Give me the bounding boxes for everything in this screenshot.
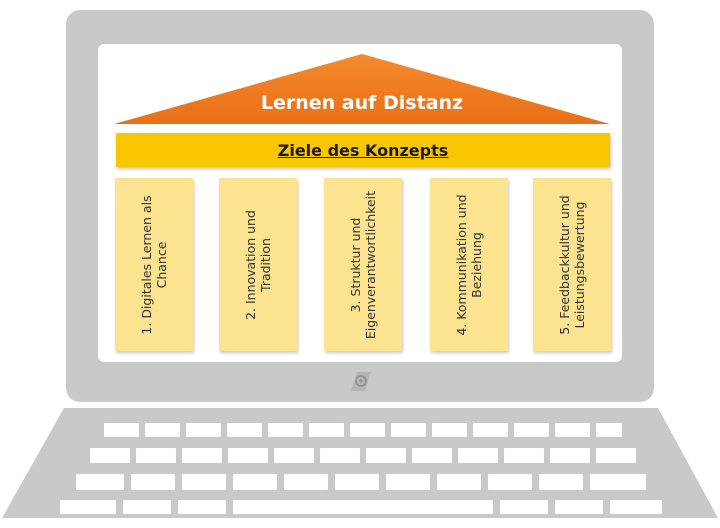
pillar-3-label: 3. Struktur und Eigenverantwortlichkeit <box>348 190 378 339</box>
pillar-4: 4. Kommunikation und Beziehung <box>430 178 508 351</box>
home-logo-icon <box>351 372 371 391</box>
pillar-1: 1. Digitales Lernen als Chance <box>115 178 193 351</box>
roof-shape <box>114 54 610 124</box>
pillar-1-label: 1. Digitales Lernen als Chance <box>139 194 169 335</box>
pillar-5: 5. Feedbackkultur und Leistungsbewertung <box>533 178 611 351</box>
pillar-4-label: 4. Kommunikation und Beziehung <box>454 193 484 336</box>
goals-banner-label: Ziele des Konzepts <box>277 140 449 160</box>
goals-banner: Ziele des Konzepts <box>116 133 610 167</box>
pillar-2-label: 2. Innovation und Tradition <box>243 209 273 320</box>
roof-title: Lernen auf Distanz <box>260 92 464 114</box>
pillar-2: 2. Innovation und Tradition <box>219 178 297 351</box>
pillar-5-label: 5. Feedbackkultur und Leistungsbewertung <box>557 194 587 335</box>
pillar-3: 3. Struktur und Eigenverantwortlichkeit <box>324 178 402 351</box>
